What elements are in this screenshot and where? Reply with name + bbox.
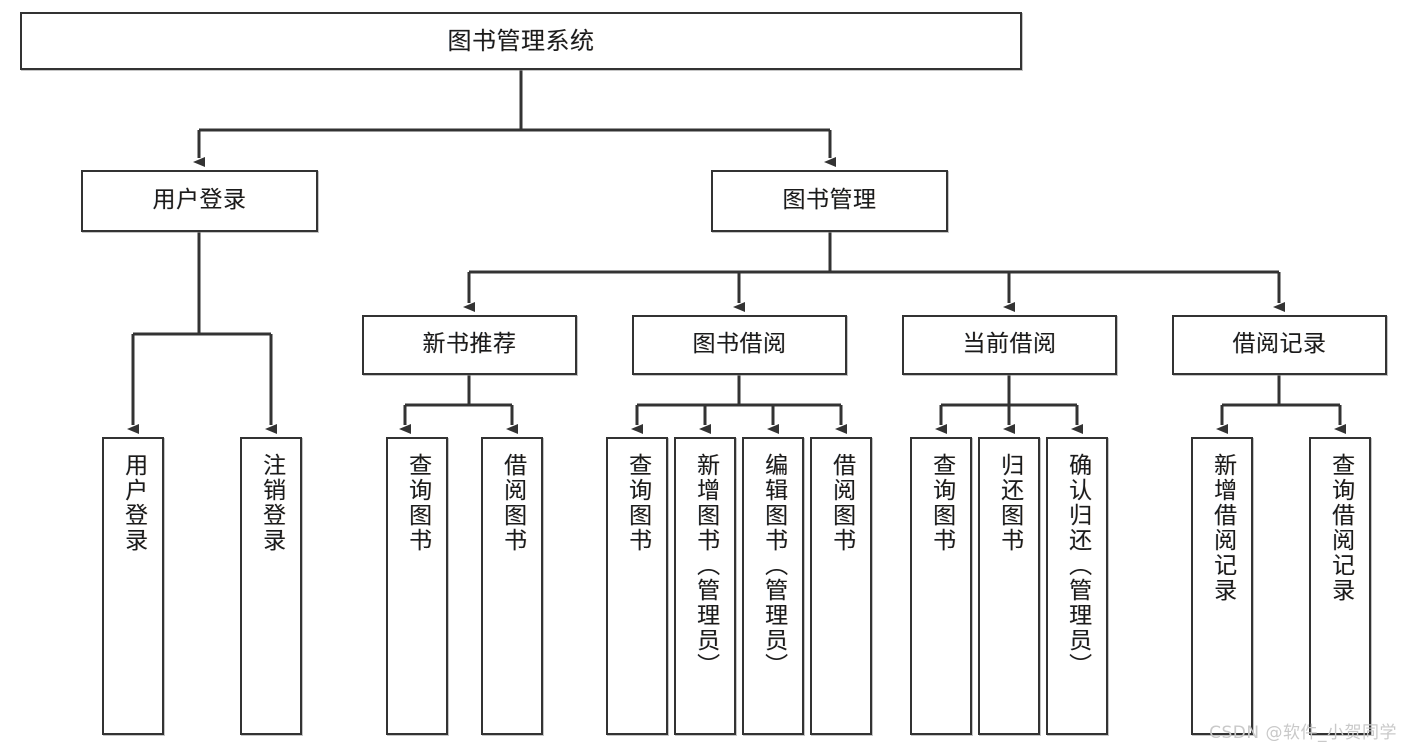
leaf-query-book-2[interactable]: 查询图书 bbox=[606, 437, 668, 735]
leaf-query-book-1[interactable]: 查询图书 bbox=[386, 437, 448, 735]
node-book-borrow[interactable]: 图书借阅 bbox=[632, 315, 847, 375]
leaf-add-record-label: 新增借阅记录 bbox=[1209, 453, 1236, 603]
leaf-confirm-return-label: 确认归还（管理员） bbox=[1064, 453, 1091, 678]
node-book-management-label: 图书管理 bbox=[782, 187, 877, 214]
leaf-add-record[interactable]: 新增借阅记录 bbox=[1191, 437, 1253, 735]
leaf-query-record-label: 查询借阅记录 bbox=[1327, 453, 1354, 603]
node-root-label: 图书管理系统 bbox=[447, 26, 595, 55]
leaf-return-book[interactable]: 归还图书 bbox=[978, 437, 1040, 735]
leaf-borrow-book-1-label: 借阅图书 bbox=[499, 453, 526, 553]
leaf-query-book-3-label: 查询图书 bbox=[928, 453, 955, 553]
node-current-borrow-label: 当前借阅 bbox=[962, 331, 1057, 358]
node-user-login[interactable]: 用户登录 bbox=[81, 170, 318, 232]
leaf-query-book-3[interactable]: 查询图书 bbox=[910, 437, 972, 735]
leaf-borrow-book-2-label: 借阅图书 bbox=[828, 453, 855, 553]
leaf-edit-book[interactable]: 编辑图书（管理员） bbox=[742, 437, 804, 735]
leaf-borrow-book-1[interactable]: 借阅图书 bbox=[481, 437, 543, 735]
leaf-return-book-label: 归还图书 bbox=[996, 453, 1023, 553]
leaf-add-book-label: 新增图书（管理员） bbox=[692, 453, 719, 678]
leaf-query-book-1-label: 查询图书 bbox=[404, 453, 431, 553]
leaf-query-record[interactable]: 查询借阅记录 bbox=[1309, 437, 1371, 735]
node-root[interactable]: 图书管理系统 bbox=[20, 12, 1022, 70]
node-book-borrow-label: 图书借阅 bbox=[692, 331, 787, 358]
node-borrow-record[interactable]: 借阅记录 bbox=[1172, 315, 1387, 375]
leaf-logout-login[interactable]: 注销登录 bbox=[240, 437, 302, 735]
node-new-book-recommend[interactable]: 新书推荐 bbox=[362, 315, 577, 375]
node-current-borrow[interactable]: 当前借阅 bbox=[902, 315, 1117, 375]
leaf-query-book-2-label: 查询图书 bbox=[624, 453, 651, 553]
leaf-edit-book-label: 编辑图书（管理员） bbox=[760, 453, 787, 678]
leaf-user-login[interactable]: 用户登录 bbox=[102, 437, 164, 735]
node-book-management[interactable]: 图书管理 bbox=[711, 170, 948, 232]
leaf-borrow-book-2[interactable]: 借阅图书 bbox=[810, 437, 872, 735]
leaf-user-login-label: 用户登录 bbox=[120, 453, 147, 553]
node-borrow-record-label: 借阅记录 bbox=[1232, 331, 1327, 358]
leaf-add-book[interactable]: 新增图书（管理员） bbox=[674, 437, 736, 735]
leaf-logout-login-label: 注销登录 bbox=[258, 453, 285, 553]
leaf-confirm-return[interactable]: 确认归还（管理员） bbox=[1046, 437, 1108, 735]
node-user-login-label: 用户登录 bbox=[152, 187, 247, 214]
node-new-book-recommend-label: 新书推荐 bbox=[422, 331, 517, 358]
